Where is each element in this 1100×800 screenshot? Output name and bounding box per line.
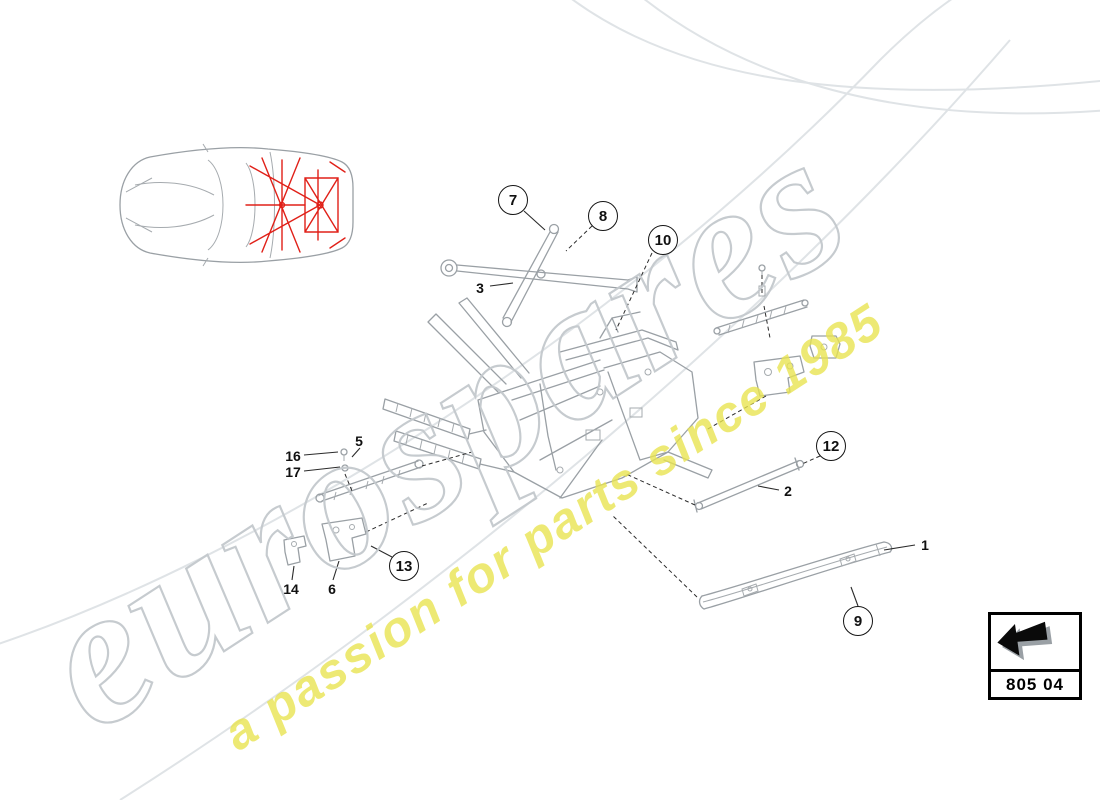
callout-9[interactable]: 9 [843, 606, 873, 636]
chassis-wireframe [382, 297, 713, 499]
callout-7-label: 7 [508, 191, 518, 209]
part-label-3[interactable]: 3 [476, 280, 484, 296]
right-brackets [753, 335, 841, 397]
part-label-5[interactable]: 5 [355, 433, 363, 449]
part-5-rail [315, 448, 424, 503]
part-label-17[interactable]: 17 [285, 464, 301, 480]
callout-7[interactable]: 7 [498, 185, 528, 215]
callout-12-label: 12 [822, 437, 840, 455]
callout-10[interactable]: 10 [648, 225, 678, 255]
diagram-code-box: 805 04 [988, 612, 1082, 700]
car-highlight-frame [245, 157, 346, 253]
part-6-bracket [321, 517, 367, 562]
callout-13-label: 13 [395, 557, 413, 575]
part-label-2[interactable]: 2 [784, 483, 792, 499]
direction-arrow-icon [991, 615, 1079, 672]
callout-8-label: 8 [598, 207, 608, 225]
part-3-cross-brace [440, 223, 638, 328]
diagram-code: 805 04 [1006, 674, 1064, 694]
part-label-6[interactable]: 6 [328, 581, 336, 597]
leader-lines-solid [291, 210, 916, 607]
part-1-beam [698, 541, 893, 610]
part-14-bracket [283, 535, 307, 566]
callout-10-label: 10 [654, 231, 672, 249]
part-label-16[interactable]: 16 [285, 448, 301, 464]
callout-13[interactable]: 13 [389, 551, 419, 581]
callout-9-label: 9 [853, 612, 863, 630]
leader-lines-dashed [344, 225, 821, 598]
part-2-rail [693, 457, 805, 513]
callout-8[interactable]: 8 [588, 201, 618, 231]
part-label-1[interactable]: 1 [921, 537, 929, 553]
part-label-14[interactable]: 14 [283, 581, 299, 597]
right-upper-rail [713, 264, 809, 336]
callout-12[interactable]: 12 [816, 431, 846, 461]
